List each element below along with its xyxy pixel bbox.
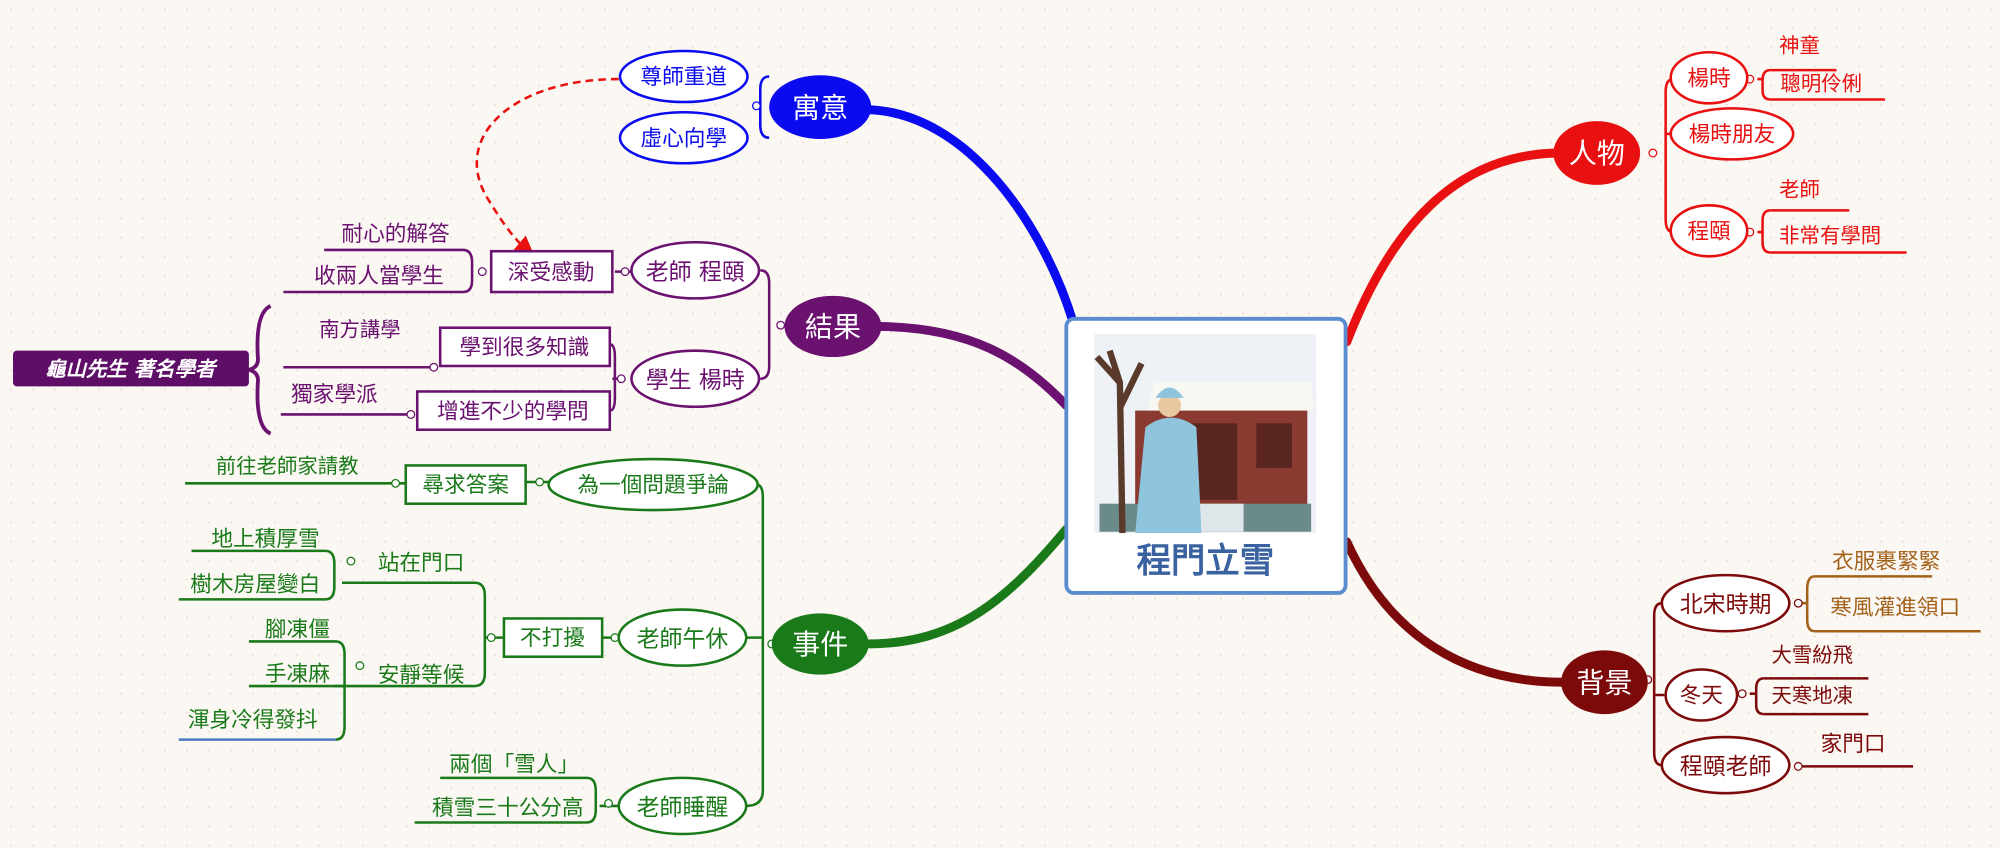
leaf-jiamenkou[interactable]: 家門口 [1821, 732, 1886, 757]
topic-shijian[interactable]: 事件 [771, 613, 869, 675]
subtopic-nap[interactable]: 老師午休 [617, 608, 748, 667]
svg-text:尋求答案: 尋求答案 [422, 473, 509, 498]
leaf-shumu[interactable]: 樹木房屋變白 [190, 573, 320, 598]
svg-text:虛心向學: 虛心向學 [640, 126, 727, 151]
node-zengjin[interactable]: 增進不少的學問 [415, 390, 612, 432]
central-topic[interactable]: 程門立雪 [1064, 316, 1348, 595]
svg-text:楊時朋友: 楊時朋友 [1689, 123, 1776, 148]
svg-text:結果: 結果 [805, 311, 861, 344]
svg-text:老師午休: 老師午休 [637, 627, 729, 653]
leaf-yifu[interactable]: 衣服裹緊緊 [1832, 550, 1940, 575]
leaf-shentong[interactable]: 神童 [1779, 33, 1820, 57]
leaf-feichang[interactable]: 非常有學問 [1779, 223, 1881, 247]
connectors-beijing [1652, 601, 1914, 768]
leaf-dishang[interactable]: 地上積厚雪 [211, 527, 319, 552]
subtopic-teacher-chengyi[interactable]: 老師 程頤 [630, 241, 761, 300]
leaf-qianwang[interactable]: 前往老師家請教 [216, 454, 359, 478]
svg-text:程頤: 程頤 [1687, 219, 1731, 244]
svg-text:尊師重道: 尊師重道 [640, 65, 727, 90]
svg-text:寓意: 寓意 [792, 91, 848, 124]
subtopic-argue[interactable]: 為一個問題爭論 [547, 457, 759, 512]
branch-shijian [862, 524, 1071, 649]
connectors-song [1802, 575, 1981, 633]
leaf-congming[interactable]: 聰明伶俐 [1780, 72, 1862, 96]
leaf-daxue[interactable]: 大雪紛飛 [1772, 643, 1854, 667]
snow-scene-illustration [1094, 334, 1317, 534]
topic-beijing[interactable]: 背景 [1561, 650, 1648, 715]
leaf-laoshi[interactable]: 老師 [1779, 177, 1820, 201]
svg-text:老師 程頤: 老師 程頤 [646, 259, 745, 285]
svg-text:為一個問題爭論: 為一個問題爭論 [577, 473, 729, 498]
subtopic-teacher[interactable]: 程頤老師 [1660, 735, 1791, 795]
leaf-nanfang[interactable]: 南方講學 [319, 318, 401, 342]
leaf-tianhan[interactable]: 天寒地凍 [1772, 684, 1854, 708]
branch-renwu [1342, 148, 1561, 347]
svg-text:學生 楊時: 學生 楊時 [646, 368, 745, 394]
subtopic-song[interactable]: 北宋時期 [1660, 573, 1791, 633]
svg-text:背景: 背景 [1576, 666, 1632, 699]
svg-text:程頤老師: 程頤老師 [1680, 754, 1772, 780]
topic-renwu[interactable]: 人物 [1553, 121, 1641, 185]
summary-label[interactable]: 龜山先生 著名學者 [13, 350, 249, 387]
leaf-jixue[interactable]: 積雪三十公分高 [432, 796, 584, 821]
subtopic-friend[interactable]: 楊時朋友 [1669, 107, 1795, 161]
node-shenshou[interactable]: 深受感動 [489, 249, 614, 294]
relationship-arrow[interactable] [475, 77, 619, 257]
node-xunqiu[interactable]: 尋求答案 [404, 464, 527, 505]
svg-text:不打擾: 不打擾 [520, 626, 585, 651]
subtopic-yangshi[interactable]: 楊時 [1669, 51, 1749, 105]
leaf-hunshen[interactable]: 渾身冷得發抖 [188, 708, 318, 733]
collapse-toggle[interactable] [751, 101, 761, 111]
svg-text:事件: 事件 [792, 628, 848, 661]
leaf-dujia[interactable]: 獨家學派 [291, 383, 378, 408]
subtopic-winter[interactable]: 冬天 [1664, 668, 1739, 722]
subtopic-zunshi[interactable]: 尊師重道 [618, 49, 749, 104]
leaf-naixin[interactable]: 耐心的解答 [341, 222, 450, 247]
node-wait[interactable]: 安靜等候 [378, 663, 465, 688]
svg-text:老師睡醒: 老師睡醒 [637, 795, 729, 821]
subtopic-student-yangshi[interactable]: 學生 楊時 [630, 349, 761, 409]
svg-text:增進不少的學問: 增進不少的學問 [437, 399, 589, 424]
branch-jieguo [875, 321, 1071, 410]
subtopic-chengyi[interactable]: 程頤 [1669, 204, 1749, 258]
svg-text:人物: 人物 [1569, 137, 1625, 170]
svg-text:楊時: 楊時 [1687, 66, 1730, 91]
subtopic-xuxin[interactable]: 虛心向學 [618, 110, 749, 165]
node-budarao[interactable]: 不打擾 [502, 617, 604, 658]
node-stand[interactable]: 站在門口 [378, 551, 465, 576]
node-xuedao[interactable]: 學到很多知識 [438, 326, 612, 368]
branch-yuyi [862, 105, 1079, 330]
topic-yuyi[interactable]: 寓意 [769, 75, 872, 139]
leaf-shou[interactable]: 收兩人當學生 [314, 264, 444, 289]
leaf-hanfeng[interactable]: 寒風灌進領口 [1830, 596, 1960, 621]
leaf-xueren[interactable]: 兩個「雪人」 [449, 752, 579, 777]
branch-beijing [1342, 537, 1569, 687]
svg-text:北宋時期: 北宋時期 [1680, 592, 1772, 618]
svg-text:學到很多知識: 學到很多知識 [459, 336, 589, 361]
central-title: 程門立雪 [1136, 542, 1274, 582]
svg-text:冬天: 冬天 [1680, 684, 1723, 709]
topic-jieguo[interactable]: 結果 [784, 295, 882, 358]
svg-text:龜山先生 著名學者: 龜山先生 著名學者 [45, 357, 218, 381]
connector [758, 75, 770, 139]
subtopic-wake[interactable]: 老師睡醒 [617, 776, 748, 836]
leaf-shou[interactable]: 手凍麻 [265, 662, 330, 687]
svg-text:深受感動: 深受感動 [508, 260, 595, 285]
leaf-jiao[interactable]: 腳凍僵 [265, 617, 330, 642]
